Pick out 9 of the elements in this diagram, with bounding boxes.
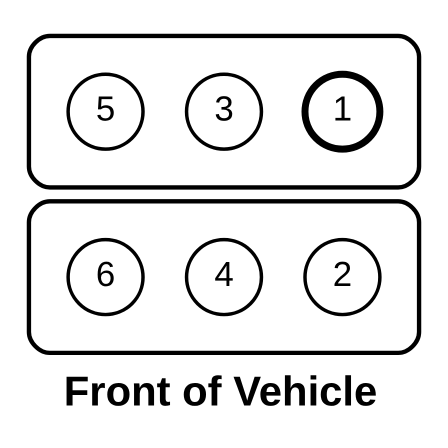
node-circle: 6: [66, 238, 145, 316]
node-circle: 5: [66, 72, 145, 151]
node-circle: 3: [184, 72, 264, 151]
caption: Front of Vehicle: [64, 367, 378, 414]
cluster: [26, 199, 422, 356]
node-circle: 2: [303, 238, 382, 316]
cluster: [26, 34, 422, 190]
node-circle: 1: [302, 70, 384, 153]
node-circle: 4: [184, 238, 264, 316]
